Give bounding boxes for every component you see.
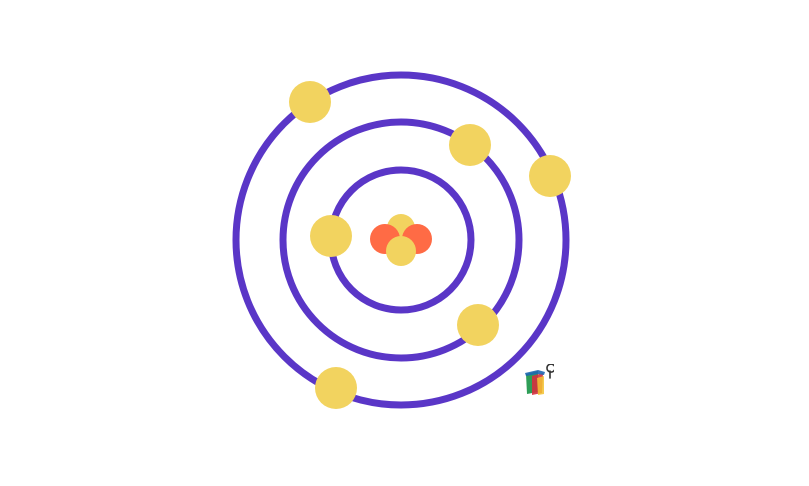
middle-orbit [279, 118, 523, 362]
brand-logo-icon [520, 363, 556, 398]
electrons [289, 81, 571, 409]
electron-inner-1 [310, 215, 352, 257]
electron-outer-2 [529, 155, 571, 197]
neutron-bottom [386, 236, 416, 266]
nucleus [370, 214, 432, 266]
electron-middle-1 [449, 124, 491, 166]
electron-middle-2 [457, 304, 499, 346]
outer-orbit [232, 71, 570, 409]
orbits [232, 71, 570, 409]
electron-outer-1 [289, 81, 331, 123]
electron-outer-3 [315, 367, 357, 409]
